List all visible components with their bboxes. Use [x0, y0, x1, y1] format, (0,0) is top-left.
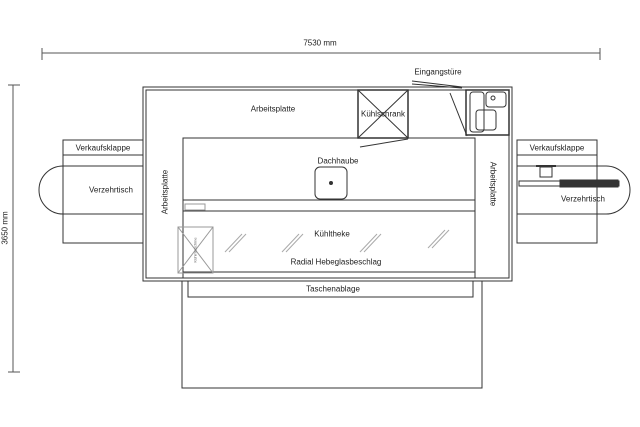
worktop-left-label: Arbeitsplatte — [160, 169, 170, 215]
sales-flap-left-label: Verkaufsklappe — [75, 143, 131, 153]
width-dimension-line — [41, 48, 601, 60]
width-dimension-label: 7530 mm — [303, 38, 337, 48]
worktop-right-label: Arbeitsplatte — [488, 161, 498, 207]
entrance-door — [411, 80, 468, 137]
sink-unit — [465, 89, 510, 136]
glass-fitting-label: Radial Hebeglasbeschlag — [290, 257, 382, 267]
dining-table-right-label: Verzehrtisch — [560, 194, 606, 204]
height-dimension-line — [8, 84, 20, 373]
height-dimension-label: 3650 mm — [0, 211, 10, 245]
bag-shelf-label: Taschenablage — [306, 284, 360, 294]
roof-hood-label: Dachhaube — [317, 156, 359, 166]
cooling-counter-label: Kühltheke — [314, 229, 350, 239]
entrance-door-label: Eingangstüre — [414, 67, 462, 77]
trailer-body — [142, 86, 513, 282]
dining-table-left-label: Verzehrtisch — [88, 185, 134, 195]
right-sales-flap — [516, 139, 631, 244]
glass-hatching — [224, 229, 450, 253]
small-cooling-unit — [177, 203, 214, 274]
worktop-top-label: Arbeitsplatte — [250, 104, 296, 114]
bag-shelf — [181, 280, 483, 389]
roof-hood — [314, 166, 348, 200]
sales-flap-right-label: Verkaufsklappe — [529, 143, 585, 153]
small-unit-label: Kühlmaschine — [192, 237, 198, 263]
fridge-box — [357, 89, 409, 148]
fridge-label: Kühlschrank — [360, 109, 406, 119]
